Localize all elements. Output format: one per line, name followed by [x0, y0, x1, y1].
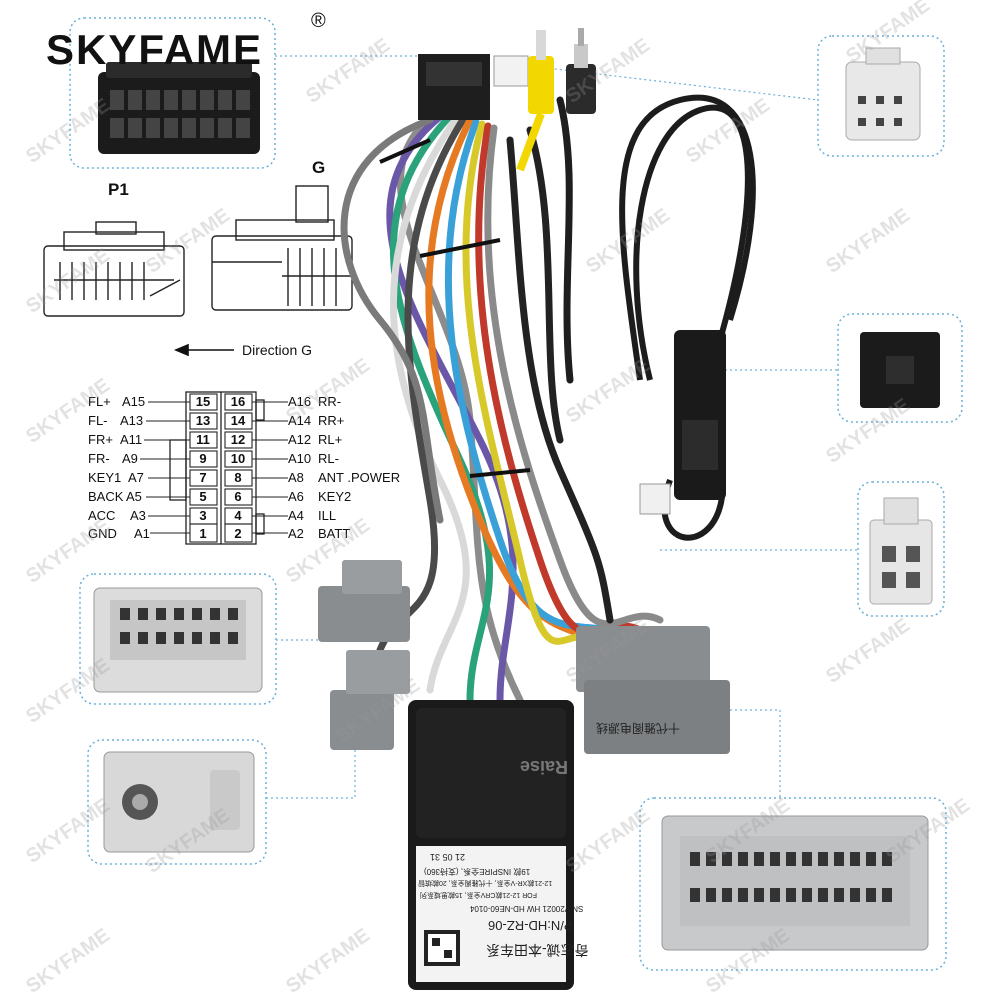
pin-right-code: A14 — [288, 413, 312, 428]
pin-number: 8 — [234, 470, 242, 485]
pin-left-code: A3 — [130, 508, 146, 523]
box-print-line: 21 05 31 — [430, 852, 466, 862]
pin-left-signal: BACK — [88, 489, 124, 504]
pin-right-signal: RR+ — [318, 413, 345, 428]
frame-left-grey-connector — [79, 573, 277, 705]
pin-left-signal: FL- — [88, 413, 108, 428]
black-16pin-connector — [98, 62, 260, 154]
pin-left-signal: FL+ — [88, 394, 111, 409]
pin-right-code: A16 — [288, 394, 312, 409]
white-mini-plug — [493, 55, 529, 87]
pin-number: 7 — [199, 470, 207, 485]
pin-right-signal: RL+ — [318, 432, 343, 447]
pin-left-signal: FR- — [88, 451, 110, 466]
pin-right-code: A10 — [288, 451, 312, 466]
box-part-number: P/N:HD-RZ-06 — [488, 918, 573, 933]
cable-tag: 十代雅阁电源线 — [596, 721, 681, 735]
pin-number: 13 — [195, 413, 211, 428]
pin-left-signal: KEY1 — [88, 470, 122, 485]
pin-right-signal: ILL — [318, 508, 337, 523]
p1-label: P1 — [108, 180, 129, 199]
callout-right-white-socket — [869, 497, 933, 605]
grey-connector-left-lower — [330, 650, 410, 750]
pin-number: 14 — [230, 413, 246, 428]
pin-left-signal: FR+ — [88, 432, 113, 447]
pin-number: 16 — [230, 394, 246, 409]
pin-left-code: A15 — [122, 394, 146, 409]
box-print-line: 19款 INSPIRE全系, (支持360) — [424, 867, 531, 876]
pin-right-code: A12 — [288, 432, 312, 447]
g-connector-drawing — [211, 185, 353, 311]
grey-connector-left-upper — [318, 560, 410, 642]
black-inline-connector — [674, 330, 726, 500]
pin-left-code: A7 — [128, 470, 144, 485]
pin-right-code: A6 — [288, 489, 304, 504]
callout-left-grey-socket — [93, 587, 263, 693]
top-harness-connector — [418, 54, 490, 120]
direction-label: Direction G — [242, 342, 313, 358]
callout-right-black-socket — [860, 332, 940, 408]
decoder-box — [408, 700, 574, 990]
pin-right-code: A8 — [288, 470, 304, 485]
frame-top-left-connector — [69, 17, 276, 169]
pin-left-signal: ACC — [88, 508, 116, 523]
pin-leader-lines — [140, 401, 288, 534]
grey-connector-right — [576, 626, 730, 754]
frame-left-antenna-connector — [87, 739, 267, 865]
pin-left-code: A1 — [134, 526, 150, 541]
direction-arrow — [173, 343, 234, 357]
pin-left-code: A5 — [126, 489, 142, 504]
box-brand-logo: Raise — [520, 757, 569, 777]
pin-left-code: A11 — [120, 432, 143, 447]
frame-right-small-connector — [857, 481, 945, 617]
pin-right-code: A4 — [288, 508, 304, 523]
pin-number: 4 — [234, 508, 242, 523]
cable-ties — [379, 138, 531, 478]
pin-right-signal: RR- — [318, 394, 342, 409]
pin-left-code: A9 — [122, 451, 138, 466]
pin-number: 2 — [234, 526, 242, 541]
pin-number: 15 — [195, 394, 211, 409]
pin-number: 9 — [199, 451, 207, 466]
pin-right-signal: ANT .POWER — [318, 470, 401, 485]
callout-top-right-white-connector — [845, 47, 921, 141]
box-print-line: FOR 12-21款CRV全系, 15款思域系列 — [420, 891, 537, 898]
pin-left-signal: GND — [88, 526, 117, 541]
box-serial-number: SN:V20021 HW HD-NE60-0104 — [470, 904, 584, 913]
pin-left-code: A13 — [120, 413, 144, 428]
box-print-line: 12-21款XR-V全系, 十代雅阁全系, 20款缤智 — [418, 879, 553, 886]
pin-right-signal: BATT — [318, 526, 351, 541]
pin-number: 1 — [199, 526, 207, 541]
frame-top-right-connector — [817, 35, 945, 157]
callout-left-antenna-socket — [103, 751, 255, 853]
callout-bottom-right-socket — [661, 815, 929, 951]
registered-mark: ® — [311, 10, 326, 32]
callout-frames — [69, 17, 963, 971]
frame-bottom-right-connector — [639, 797, 947, 971]
white-2pin-plug — [639, 483, 671, 515]
pin-right-signal: KEY2 — [318, 489, 352, 504]
pin-number: 6 — [234, 489, 242, 504]
pin-right-signal: RL- — [318, 451, 339, 466]
pin-number: 5 — [199, 489, 207, 504]
pin-number: 11 — [196, 432, 210, 447]
pin-number: 12 — [230, 432, 246, 447]
rca-yellow-plug — [516, 30, 554, 172]
pin-number: 3 — [199, 508, 207, 523]
p1-connector-drawing — [43, 221, 185, 317]
antenna-plug — [566, 28, 596, 114]
brand-logo: SKYFAME — [46, 26, 264, 73]
pin-right-code: A2 — [288, 526, 304, 541]
box-model-name: 奇志诚-本田车系 — [486, 942, 589, 958]
pin-number: 10 — [230, 451, 246, 466]
g-label: G — [312, 158, 326, 177]
